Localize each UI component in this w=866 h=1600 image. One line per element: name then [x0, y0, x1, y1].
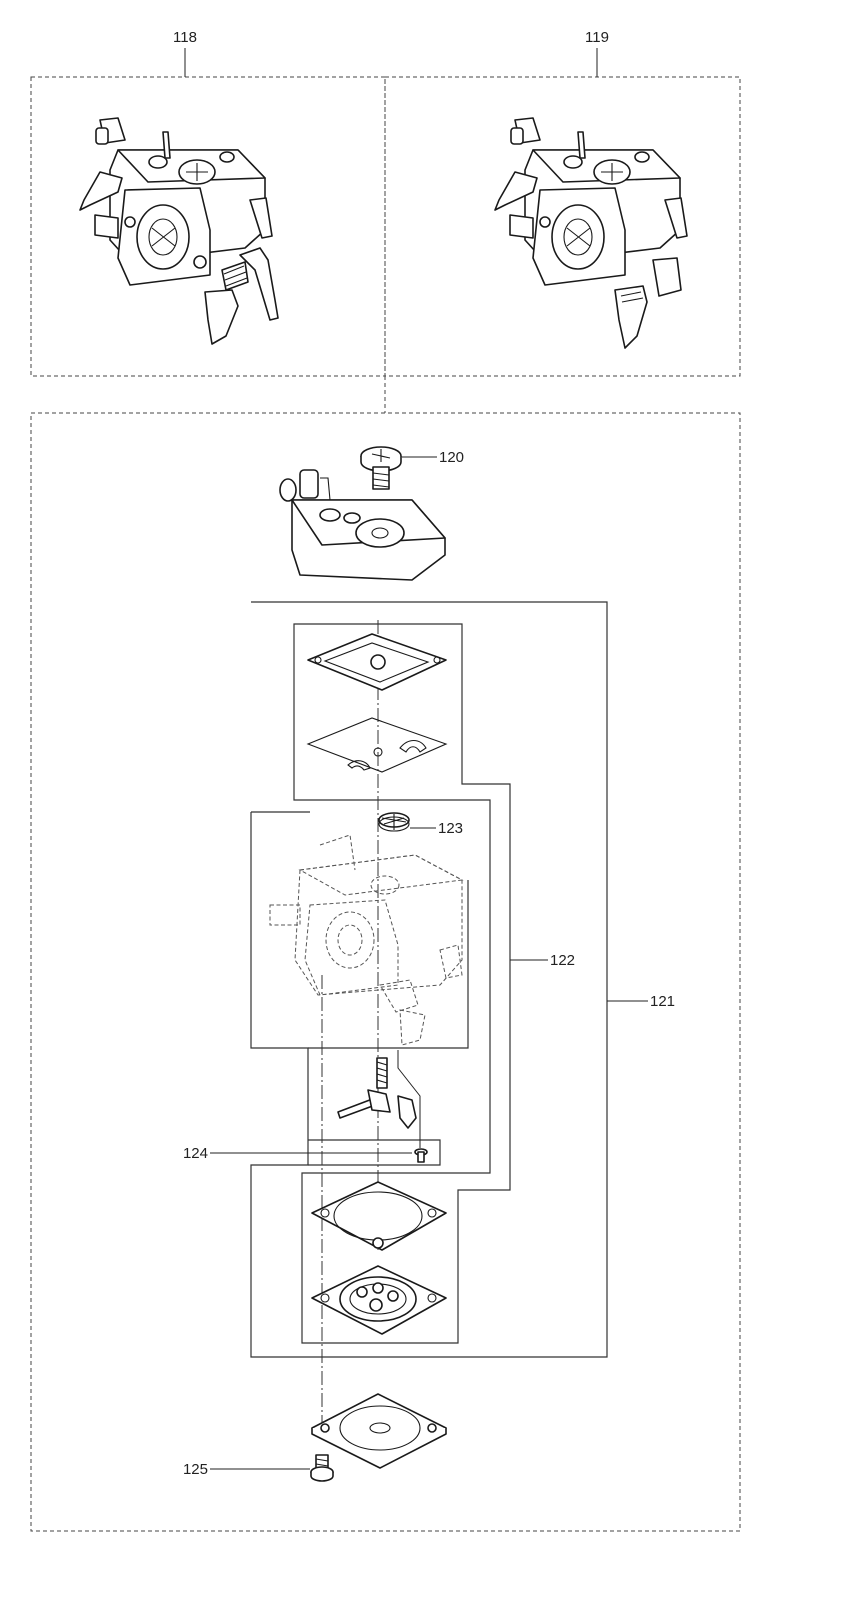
screw-icon: [360, 446, 402, 490]
kit-122-outline: [293, 623, 511, 1344]
label-118: 118: [173, 29, 197, 46]
diaphragm-icon: [306, 717, 448, 773]
panel-119: [384, 76, 741, 377]
needle-valve-icon: [337, 1057, 417, 1129]
label-124: 124: [183, 1145, 208, 1162]
carburetor-body-ghost: [269, 834, 464, 1046]
label-125: 125: [183, 1461, 208, 1478]
panel-exploded: [30, 412, 741, 1532]
carburetor-cover-icon: [279, 469, 446, 581]
carburetor-assembly-icon: [79, 117, 279, 345]
kit-body-frame: [308, 880, 469, 1049]
gasket-icon: [311, 1181, 447, 1251]
pump-cover-icon: [311, 1393, 447, 1469]
panel-118: [30, 76, 386, 377]
screw-icon: [310, 1454, 334, 1482]
gasket-icon: [307, 633, 447, 691]
label-123: 123: [438, 820, 463, 837]
label-122: 122: [550, 952, 575, 969]
lever-pin-guide: [397, 1050, 421, 1148]
label-120: 120: [439, 449, 464, 466]
screw-icon: [414, 1148, 428, 1163]
fuel-screen-icon: [378, 812, 410, 832]
label-119: 119: [585, 29, 609, 46]
kit-121-outline: [250, 601, 608, 1358]
label-121: 121: [650, 993, 675, 1010]
carburetor-assembly-icon: [494, 117, 688, 349]
kit-screw-frame: [308, 1139, 441, 1166]
diaphragm-icon: [311, 1265, 447, 1335]
